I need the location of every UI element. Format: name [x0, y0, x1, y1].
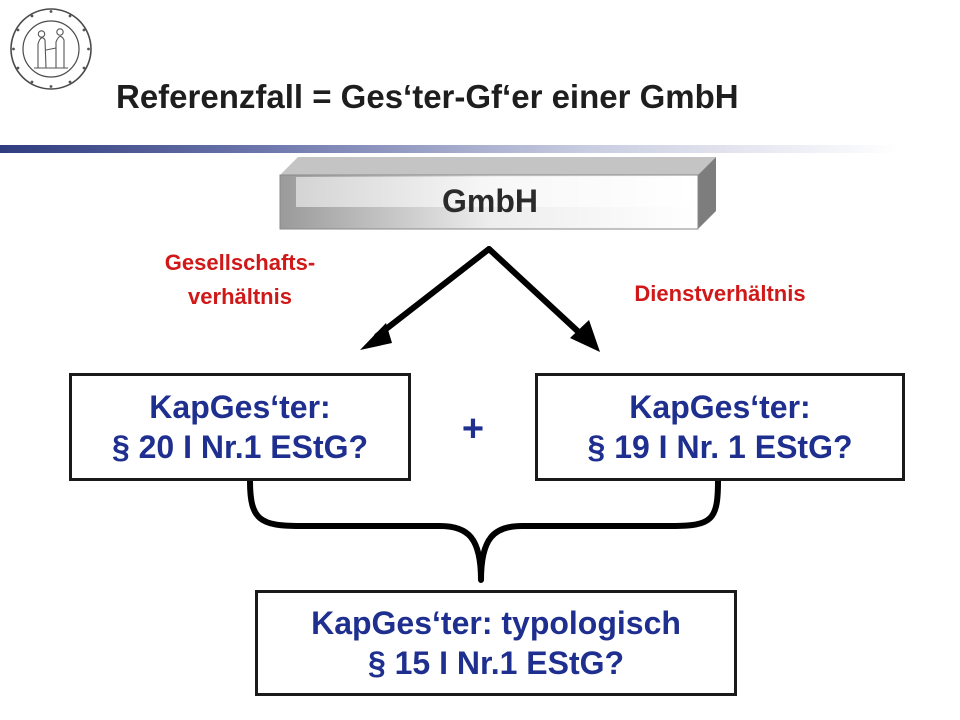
gmbh-label: GmbH: [442, 183, 538, 219]
gesellschaftsverhaeltnis-label: Gesellschafts- verhältnis: [95, 246, 385, 314]
curly-brace-icon: [247, 478, 721, 583]
left-box-line2: § 20 I Nr.1 EStG?: [111, 429, 369, 465]
gesellschaftsverhaeltnis-line2: verhältnis: [188, 284, 292, 309]
bottom-box-line2: § 15 I Nr.1 EStG?: [367, 645, 625, 681]
gmbh-bar: [279, 157, 716, 230]
university-seal-icon: [10, 8, 92, 90]
plus-sign: +: [461, 408, 485, 450]
left-box-par20: KapGes‘ter: § 20 I Nr.1 EStG?: [69, 373, 411, 481]
bottom-box-line1: KapGes‘ter: typologisch: [311, 605, 681, 641]
right-box-line2: § 19 I Nr. 1 EStG?: [587, 429, 853, 465]
arrow-left-icon: [360, 246, 492, 350]
left-box-line1: KapGes‘ter:: [149, 389, 331, 425]
title-divider: [0, 145, 900, 153]
dienstverhaeltnis-label: Dienstverhältnis: [634, 281, 806, 306]
arrow-right-icon: [486, 246, 600, 352]
bottom-box-par15: KapGes‘ter: typologisch § 15 I Nr.1 EStG…: [255, 590, 737, 696]
right-box-line1: KapGes‘ter:: [629, 389, 811, 425]
gesellschaftsverhaeltnis-line1: Gesellschafts-: [164, 250, 316, 275]
page-title: Referenzfall = Ges‘ter-Gf‘er einer GmbH: [116, 78, 739, 115]
right-box-par19: KapGes‘ter: § 19 I Nr. 1 EStG?: [535, 373, 905, 481]
